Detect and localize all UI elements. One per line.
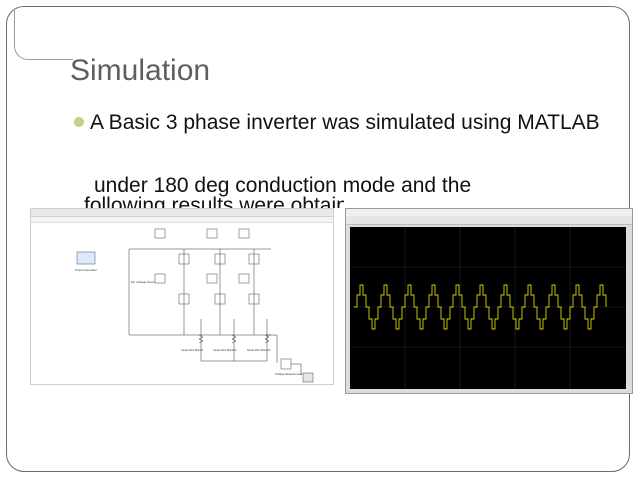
svg-text:DC Voltage Source: DC Voltage Source [131,280,157,284]
scope-toolbar [346,216,632,225]
scope-titlebar [346,209,632,216]
simulink-diagram: Pulse Generator DC Voltage Source [30,208,334,385]
svg-text:Pulse Generator: Pulse Generator [75,268,97,272]
scope-plot [350,227,626,389]
scope-icon [350,227,626,389]
decorative-bracket [14,9,73,60]
bullet-continuation: under 180 deg conduction mode and the [94,174,472,197]
simulink-toolbar [31,217,333,223]
rlc-loads: Series RLC Branch Series RLC Branch1 Ser… [181,319,271,362]
bullet-icon [74,117,84,127]
simulink-titlebar [31,209,333,217]
svg-text:Series RLC Branch1: Series RLC Branch1 [213,348,237,352]
pulse-generator-block [76,251,96,265]
simulink-diagram-icon: Pulse Generator DC Voltage Source [75,228,314,383]
inverter-leg-b [206,228,226,335]
inverter-output-waveform [354,284,607,330]
scope-window [345,208,633,394]
scope-block [302,372,314,383]
slide-title: Simulation [70,54,211,87]
inverter-leg-a [154,228,190,335]
bullet-continuation-clipped: following results were obtained [84,196,344,208]
inverter-leg-c [238,228,260,335]
bullet-continuation-line4: following results were obtained [84,196,344,208]
svg-text:Series RLC Branch2: Series RLC Branch2 [247,348,271,352]
voltage-measurement-block [280,358,292,370]
svg-text:Voltage Measurement: Voltage Measurement [275,372,302,376]
svg-text:Series RLC Branch: Series RLC Branch [181,348,204,352]
bullet-text: A Basic 3 phase inverter was simulated u… [90,111,600,134]
